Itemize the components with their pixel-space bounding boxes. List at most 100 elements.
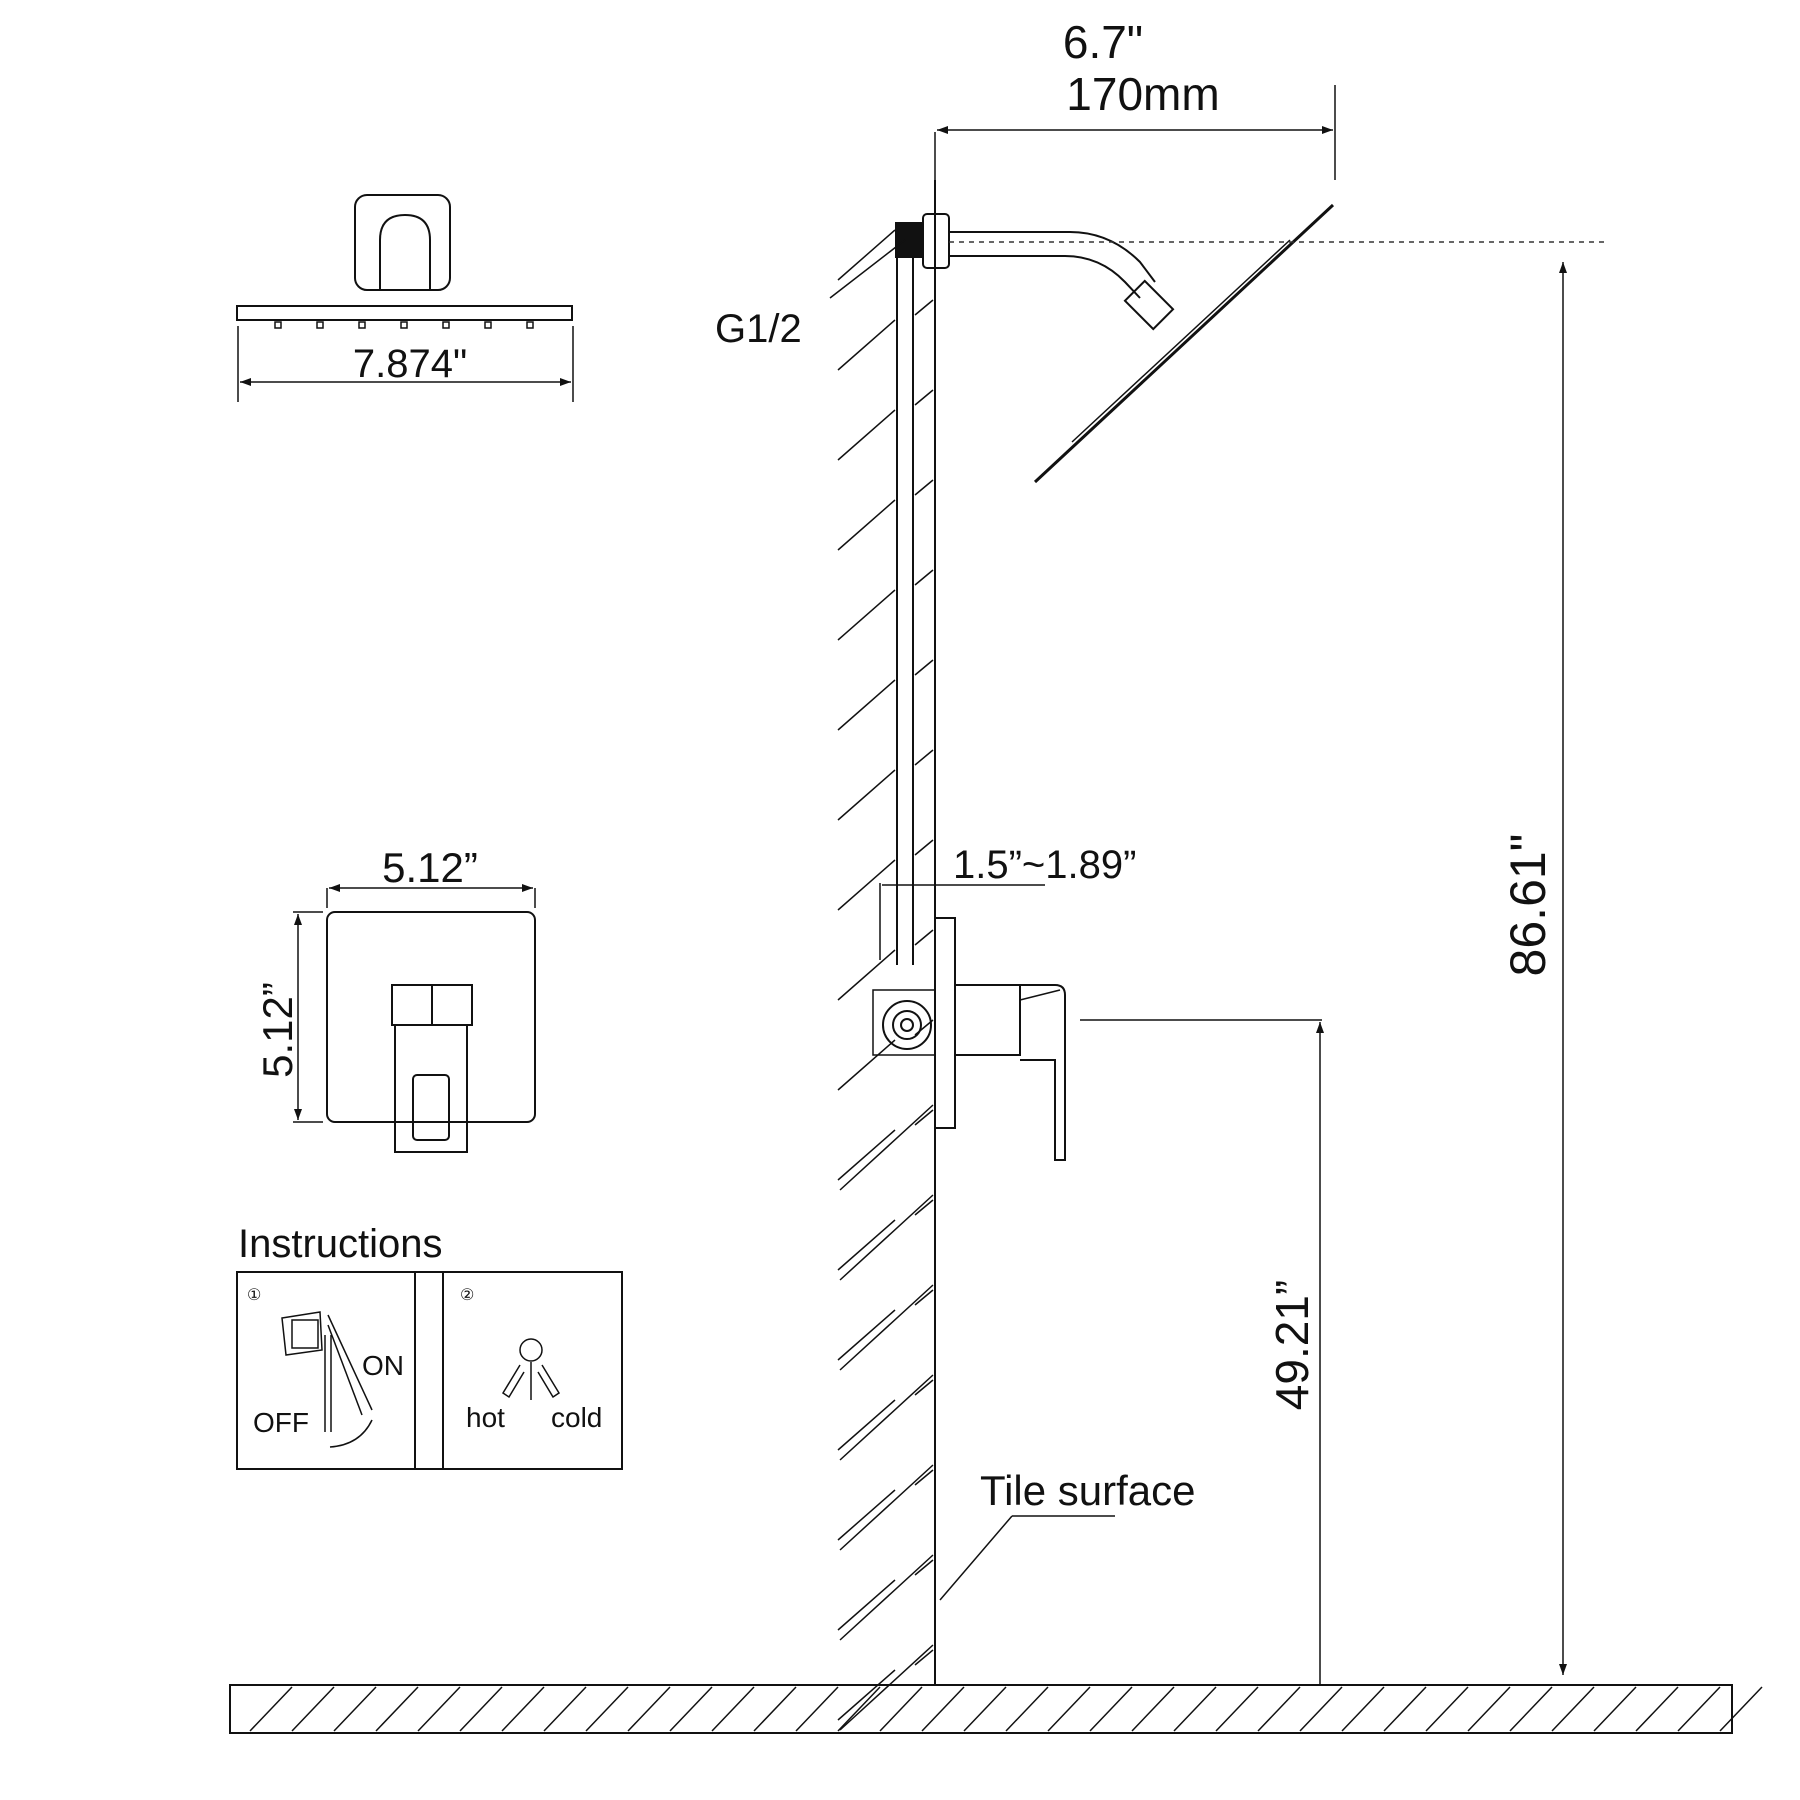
floor-hatch-line (501, 1686, 545, 1732)
wall-hatch-line (914, 839, 934, 856)
wall-hatch-line (914, 1109, 934, 1126)
arm-reach-dimension: 6.7" 170mm (934, 16, 1336, 180)
arm-reach-mm-label: 170mm (1066, 68, 1219, 120)
nozzle (400, 321, 408, 329)
thread-callout: G1/2 (715, 239, 906, 351)
head-height-dimension: 86.61" (1500, 262, 1567, 1675)
wall-hatch-line (837, 319, 896, 371)
floor-hatch-line (879, 1686, 923, 1732)
wall-hatch-line (914, 1469, 934, 1486)
wall-hatch-line (839, 1464, 934, 1551)
step-1-off-label: OFF (253, 1407, 309, 1438)
floor-hatch-line (1047, 1686, 1091, 1732)
wall-hatch-line (914, 1379, 934, 1396)
wall-hatch-line (837, 769, 896, 821)
wall-hatch-line (837, 229, 896, 281)
wall-hatch-line (914, 299, 934, 316)
floor-hatch-line (459, 1686, 503, 1732)
floor-hatch-line (1089, 1686, 1133, 1732)
nozzle (274, 321, 282, 329)
wall-hatch-line (837, 1399, 896, 1451)
wall-flange (922, 213, 950, 269)
floor-hatch-line (1635, 1686, 1679, 1732)
wall-hatch-line (839, 1374, 934, 1461)
wall-hatch-line (914, 389, 934, 406)
instruction-step-2: ② hot cold (460, 1287, 602, 1433)
wall-hatch-line (837, 859, 896, 911)
showerhead-width-label: 7.874" (353, 342, 467, 386)
pipe-fitting (895, 222, 923, 258)
floor-hatch-line (1509, 1686, 1553, 1732)
floor-hatch-line (543, 1686, 587, 1732)
wall-hatch-line (839, 1284, 934, 1371)
showerhead-top-view: 7.874" (236, 194, 574, 402)
floor-hatch-line (1383, 1686, 1427, 1732)
floor-hatch-line (1005, 1686, 1049, 1732)
wall-hatch-line (837, 499, 896, 551)
trim-plate-front-view: 5.12” 5.12” (254, 844, 536, 1153)
wall-hatch-line (837, 1489, 896, 1541)
wall-hatch-line (837, 589, 896, 641)
wall-hatch-line (914, 1199, 934, 1216)
step-1-on-label: ON (362, 1350, 404, 1381)
floor-hatch-line (1215, 1686, 1259, 1732)
wall-depth-label: 1.5”~1.89” (953, 843, 1136, 887)
head-height-label: 86.61" (1500, 834, 1556, 977)
floor-hatch-line (627, 1686, 671, 1732)
floor-hatch-line (249, 1686, 293, 1732)
step-2-hot-label: hot (466, 1402, 505, 1433)
wall-hatch-line (837, 1219, 896, 1271)
wall-hatch-line (914, 659, 934, 676)
valve-side-view (872, 917, 1066, 1161)
floor-hatch-line (1341, 1686, 1385, 1732)
floor-hatch-line (1299, 1686, 1343, 1732)
wall-hatch-line (914, 1559, 934, 1576)
wall-hatch-line (837, 949, 896, 1001)
valve-height-label: 49.21” (1266, 1280, 1318, 1410)
floor-hatch-line (375, 1686, 419, 1732)
wall-hatch-line (837, 1039, 896, 1091)
wall-hatch-line (837, 1579, 896, 1631)
floor-hatch-line (1425, 1686, 1469, 1732)
wall-depth-dimension: 1.5”~1.89” (879, 843, 1136, 960)
floor (229, 1684, 1763, 1734)
wall-hatch-line (837, 679, 896, 731)
floor-hatch-line (963, 1686, 1007, 1732)
wall-hatch-line (914, 479, 934, 496)
floor-hatch-line (1551, 1686, 1595, 1732)
instruction-step-1: ① ON OFF (247, 1287, 404, 1448)
wall-hatch-line (914, 749, 934, 766)
wall-hatch-line (837, 1129, 896, 1181)
tile-surface-label: Tile surface (980, 1467, 1196, 1514)
wall-hatch-line (839, 1104, 934, 1191)
tile-surface-callout: Tile surface (939, 1467, 1196, 1601)
wall-hatch-line (914, 1289, 934, 1306)
wall (837, 180, 936, 1731)
arm-reach-in-label: 6.7" (1063, 16, 1143, 68)
floor-hatch-line (1467, 1686, 1511, 1732)
valve-height-dimension: 49.21” (1080, 1019, 1324, 1685)
floor-hatch-line (1593, 1686, 1637, 1732)
instructions-title: Instructions (238, 1222, 443, 1266)
wall-hatch-line (914, 929, 934, 946)
floor-hatch-line (333, 1686, 377, 1732)
floor-hatch-line (837, 1686, 881, 1732)
floor-hatch-line (417, 1686, 461, 1732)
step-2-cold-label: cold (551, 1402, 602, 1433)
floor-hatch-line (1719, 1686, 1763, 1732)
floor-hatch-line (795, 1686, 839, 1732)
floor-hatch-line (585, 1686, 629, 1732)
wall-hatch-line (839, 1194, 934, 1281)
wall-hatch-line (914, 1649, 934, 1666)
rain-shower-head (1033, 203, 1335, 484)
nozzle (358, 321, 366, 329)
nozzle (526, 321, 534, 329)
floor-hatch-line (1131, 1686, 1175, 1732)
floor-hatch-line (1173, 1686, 1217, 1732)
wall-hatch-line (839, 1644, 934, 1731)
wall-hatch-line (839, 1554, 934, 1641)
floor-hatch-line (921, 1686, 965, 1732)
wall-hatch-line (837, 409, 896, 461)
floor-hatch-line (711, 1686, 755, 1732)
